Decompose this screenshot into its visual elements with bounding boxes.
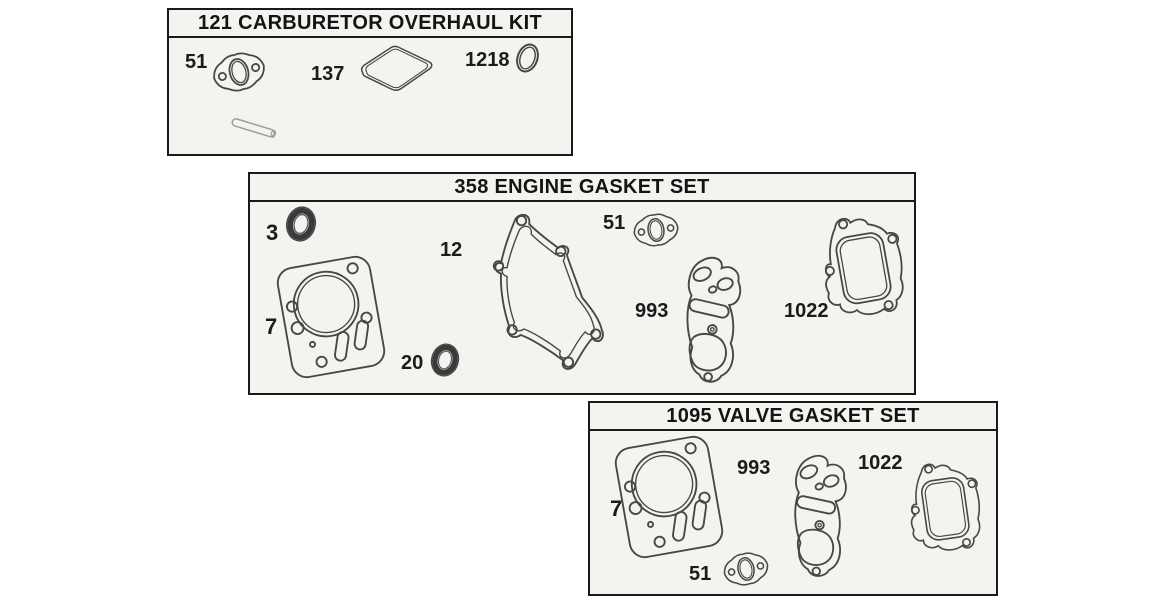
part-ref-3: 3 <box>266 220 279 245</box>
oil-seal-drawing <box>429 339 461 381</box>
panel-valve-gasket-set: 1095 VALVE GASKET SET 7 993 1022 51 <box>588 401 998 596</box>
cylinder-head-gasket-drawing <box>612 433 726 561</box>
part-ref-137: 137 <box>311 63 345 85</box>
breather-gasket-drawing <box>791 454 848 578</box>
part-ref-51: 51 <box>185 51 208 73</box>
part-ref-993: 993 <box>635 300 669 322</box>
part-ref-1022: 1022 <box>784 300 829 322</box>
part-ref-51: 51 <box>603 212 626 234</box>
cylinder-head-gasket-drawing <box>274 253 388 381</box>
valve-cover-gasket-drawing <box>818 212 908 320</box>
part-ref-7: 7 <box>610 496 623 521</box>
panel-title-carburetor-overhaul-kit: 121 CARBURETOR OVERHAUL KIT <box>169 10 571 38</box>
oil-seal-drawing <box>284 204 318 244</box>
panel-engine-gasket-set: 358 ENGINE GASKET SET 3 7 12 20 51 993 1… <box>248 172 916 395</box>
o-ring-drawing <box>512 40 543 76</box>
pin-drawing <box>230 117 278 139</box>
valve-cover-gasket-drawing <box>906 460 983 554</box>
part-ref-51: 51 <box>689 563 712 585</box>
flange-gasket-drawing <box>720 548 772 590</box>
panel-title-valve-gasket-set: 1095 VALVE GASKET SET <box>590 403 996 431</box>
panel-title-engine-gasket-set: 358 ENGINE GASKET SET <box>250 174 914 202</box>
panel-carburetor-overhaul-kit: 121 CARBURETOR OVERHAUL KIT 51 137 1218 <box>167 8 573 156</box>
breather-gasket-drawing <box>682 255 743 385</box>
part-ref-993: 993 <box>737 457 771 479</box>
part-ref-1022: 1022 <box>858 452 903 474</box>
part-ref-7: 7 <box>265 314 278 339</box>
flange-gasket-drawing <box>208 47 270 97</box>
part-ref-20: 20 <box>401 352 424 374</box>
part-ref-12: 12 <box>440 239 463 261</box>
part-ref-1218: 1218 <box>465 49 510 71</box>
crankcase-gasket-drawing <box>492 213 604 370</box>
flange-gasket-drawing <box>631 210 681 250</box>
bowl-gasket-drawing <box>360 45 433 91</box>
